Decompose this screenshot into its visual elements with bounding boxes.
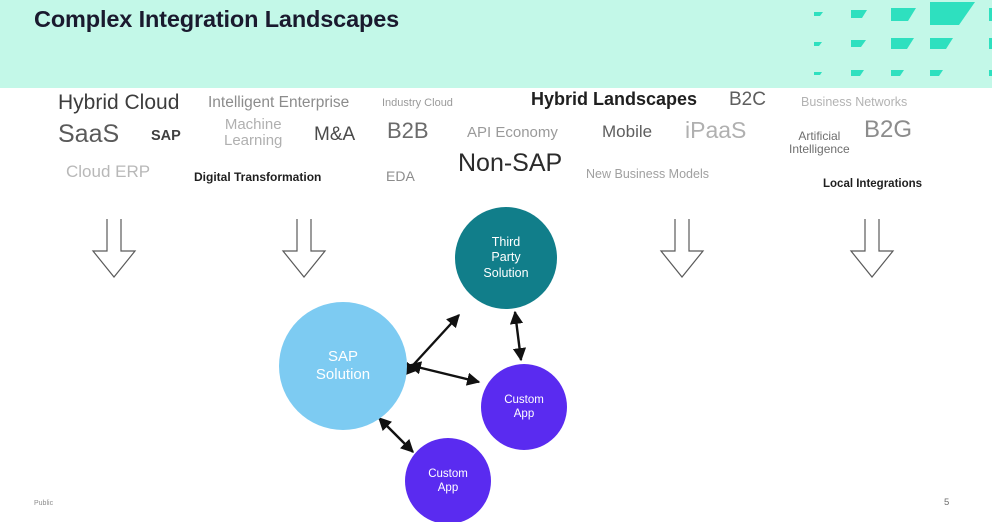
- node-label-custom-app-bottom: Custom App: [428, 467, 468, 494]
- cloud-word-b2b: B2B: [387, 118, 429, 143]
- cloud-word-digital-transformation: Digital Transformation: [194, 170, 322, 184]
- cloud-word-intelligent-enterprise: Intelligent Enterprise: [208, 94, 350, 111]
- cloud-word-b2c: B2C: [729, 89, 766, 110]
- footer-page-number: 5: [944, 497, 950, 508]
- connector-third-party-to-custom-app: [509, 310, 527, 362]
- connector-sap-to-custom-app-right: [407, 361, 481, 386]
- node-custom-app-right[interactable]: Custom App: [481, 364, 567, 450]
- cloud-word-b2g: B2G: [864, 116, 913, 143]
- cloud-word-hybrid-cloud: Hybrid Cloud: [58, 91, 180, 114]
- footer-classification: Public: [34, 500, 54, 507]
- page-title: Complex Integration Landscapes: [34, 6, 400, 32]
- cloud-word-new-business-models: New Business Models: [586, 167, 709, 181]
- connector-arrows: [378, 310, 527, 453]
- cloud-word-non-sap: Non-SAP: [458, 149, 563, 177]
- cloud-word-industry-cloud: Industry Cloud: [382, 97, 453, 109]
- cloud-word-mobile: Mobile: [602, 122, 653, 141]
- header-band: [0, 0, 992, 88]
- cloud-word-cloud-erp: Cloud ERP: [66, 162, 151, 181]
- word-cloud: Hybrid Cloud Intelligent Enterprise Indust…: [0, 88, 992, 200]
- down-arrow-3: [659, 219, 705, 278]
- cloud-word-api-economy: API Economy: [467, 124, 558, 141]
- cloud-word-local-integrations: Local Integrations: [823, 178, 923, 190]
- cloud-word-artificial-intelligence: Artificial Intelligence: [789, 129, 850, 156]
- connector-sap-to-custom-app-bottom: [378, 417, 414, 453]
- cloud-word-sap: SAP: [151, 128, 181, 144]
- cloud-word-m-a: M&A: [314, 124, 356, 145]
- cloud-word-saas: SaaS: [58, 120, 120, 148]
- down-arrow-2: [281, 219, 327, 278]
- cloud-word-eda: EDA: [386, 168, 415, 184]
- down-arrow-1: [91, 219, 137, 278]
- cloud-word-business-networks: Business Networks: [801, 95, 908, 109]
- cloud-word-machine-learning: Machine Learning: [224, 116, 283, 150]
- node-third-party-solution[interactable]: Third Party Solution: [455, 207, 557, 309]
- cloud-word-ipaas: iPaaS: [685, 117, 747, 143]
- node-sap-solution[interactable]: SAP Solution: [279, 302, 407, 430]
- node-label-third-party-solution: Third Party Solution: [483, 235, 529, 280]
- node-custom-app-bottom[interactable]: Custom App: [405, 438, 491, 522]
- cloud-word-hybrid-landscapes: Hybrid Landscapes: [531, 89, 698, 109]
- node-label-custom-app-right: Custom App: [504, 393, 544, 420]
- down-arrow-4: [849, 219, 895, 278]
- node-label-sap-solution: SAP Solution: [315, 347, 371, 383]
